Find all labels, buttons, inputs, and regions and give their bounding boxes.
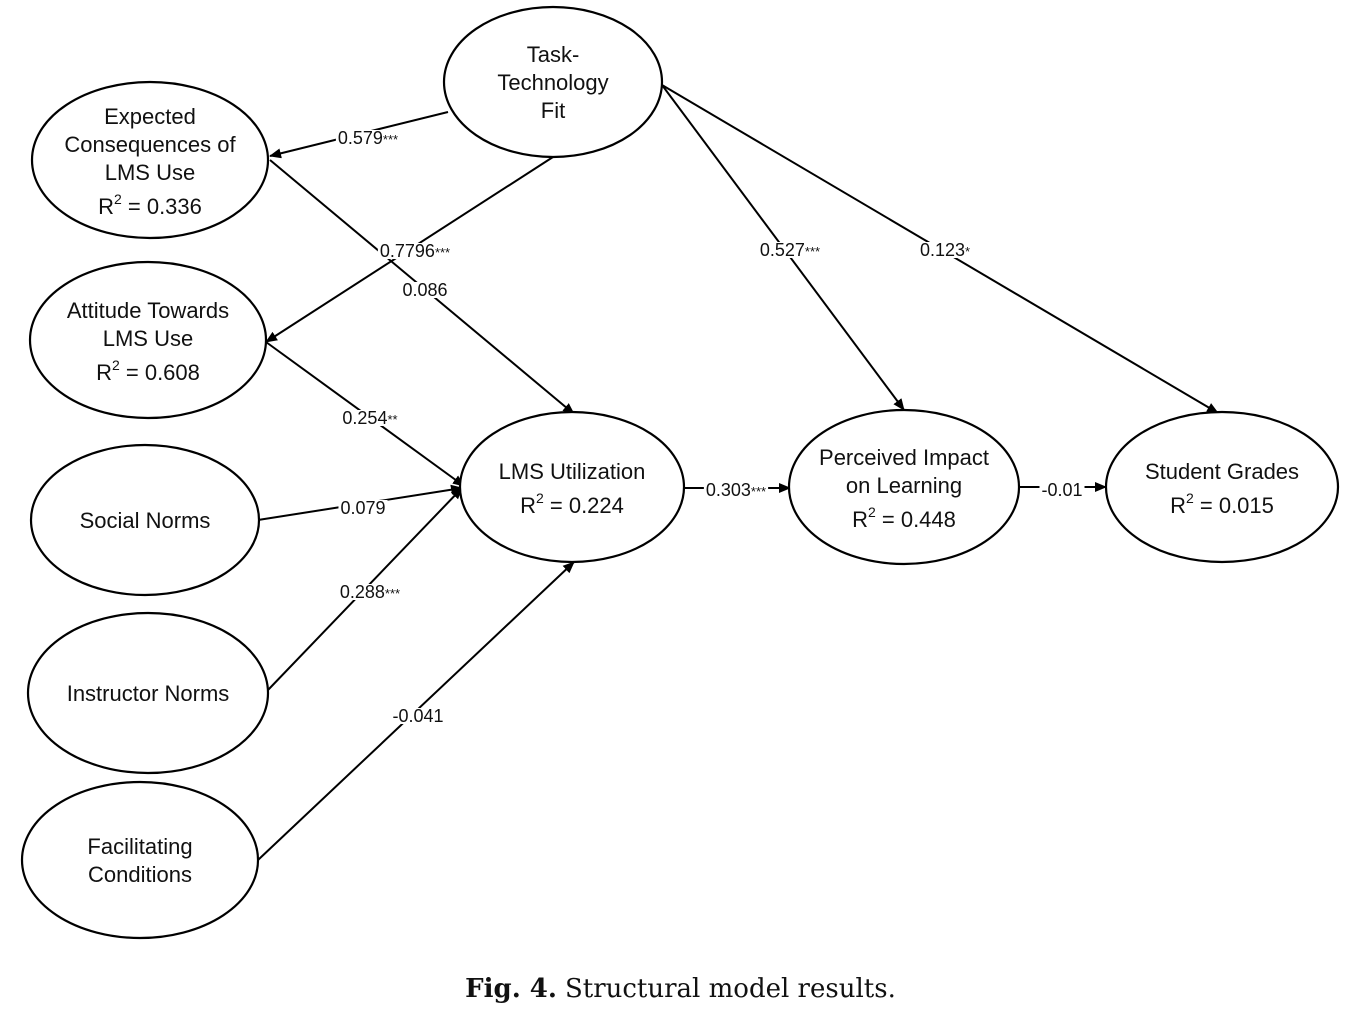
construct-ellipse <box>30 80 270 240</box>
construct-node-pil: Perceived Impact on Learning R2 = 0.448 <box>787 408 1021 566</box>
r-squared-value: R2 = 0.015 <box>1170 490 1274 518</box>
construct-node-sn: Social Norms <box>29 443 261 597</box>
construct-name-line: Attitude Towards <box>67 298 229 323</box>
label-background <box>377 243 453 259</box>
label-background <box>338 500 388 516</box>
construct-name-line: Task- <box>527 42 580 67</box>
construct-node-sg: Student Grades R2 = 0.015 <box>1104 410 1340 564</box>
path-coefficient-ttf-to-ec: 0.579*** <box>338 128 398 148</box>
significance-stars: ** <box>387 412 397 427</box>
construct-name-line: Social Norms <box>80 508 211 533</box>
label-background <box>917 242 973 258</box>
construct-node-in: Instructor Norms <box>26 611 270 775</box>
r-squared-value: R2 = 0.608 <box>96 357 200 385</box>
construct-name-line: Technology <box>497 70 608 95</box>
r-squared-value: R2 = 0.336 <box>98 191 202 219</box>
significance-stars: * <box>965 244 970 259</box>
construct-ellipse <box>442 5 664 159</box>
r-squared-value: R2 = 0.448 <box>852 504 956 532</box>
figure-caption-text: Structural model results. <box>564 974 896 1004</box>
path-coefficient-fc-to-lms: -0.041 <box>392 706 443 726</box>
label-background <box>390 708 446 724</box>
construct-name-line: Facilitating <box>87 834 192 859</box>
construct-name-line: LMS Utilization <box>499 459 646 484</box>
path-coefficient-in-to-lms: 0.288*** <box>340 582 400 602</box>
construct-name-line: LMS Use <box>105 160 195 185</box>
label-background <box>337 584 403 600</box>
path-coefficient-ttf-to-sg: 0.123* <box>920 240 970 260</box>
significance-stars: *** <box>383 132 398 147</box>
construct-name-line: LMS Use <box>103 326 193 351</box>
construct-ellipse <box>26 611 270 775</box>
construct-name-line: Instructor Norms <box>67 681 230 706</box>
path-coefficient-att-to-lms: 0.254** <box>342 408 397 428</box>
label-background <box>335 130 401 146</box>
label-background <box>703 482 769 498</box>
construct-ellipse <box>29 443 261 597</box>
label-background <box>1039 482 1085 498</box>
label-background <box>757 242 823 258</box>
construct-ellipse <box>787 408 1021 566</box>
construct-ellipse <box>28 260 268 420</box>
construct-name-line: Perceived Impact <box>819 445 989 470</box>
path-coefficient-pil-to-sg: -0.01 <box>1041 480 1082 500</box>
path-coefficient-ttf-to-pil: 0.527*** <box>760 240 820 260</box>
construct-name-line: Expected <box>104 104 196 129</box>
figure-label: Fig. 4. <box>465 974 557 1004</box>
significance-stars: *** <box>805 244 820 259</box>
significance-stars: *** <box>385 586 400 601</box>
construct-name-line: Student Grades <box>1145 459 1299 484</box>
significance-stars: *** <box>751 484 766 499</box>
construct-name-line: Fit <box>541 98 565 123</box>
construct-name-line: on Learning <box>846 473 962 498</box>
path-coefficient-ttf-to-att: 0.7796*** <box>380 241 450 261</box>
construct-ellipse <box>1104 410 1340 564</box>
construct-node-lms: LMS Utilization R2 = 0.224 <box>458 410 686 564</box>
significance-stars: *** <box>435 245 450 260</box>
r-squared-value: R2 = 0.224 <box>520 490 624 518</box>
construct-ellipse <box>20 780 260 940</box>
construct-name-line: Consequences of <box>64 132 236 157</box>
construct-name-line: Conditions <box>88 862 192 887</box>
path-coefficient-ec-to-lms: 0.086 <box>402 280 447 300</box>
path-coefficient-lms-to-pil: 0.303*** <box>706 480 766 500</box>
label-background <box>340 410 400 426</box>
label-background <box>400 282 450 298</box>
construct-ellipse <box>458 410 686 564</box>
figure-caption: Fig. 4.Structural model results. <box>0 974 1361 1004</box>
path-coefficient-sn-to-lms: 0.079 <box>340 498 385 518</box>
